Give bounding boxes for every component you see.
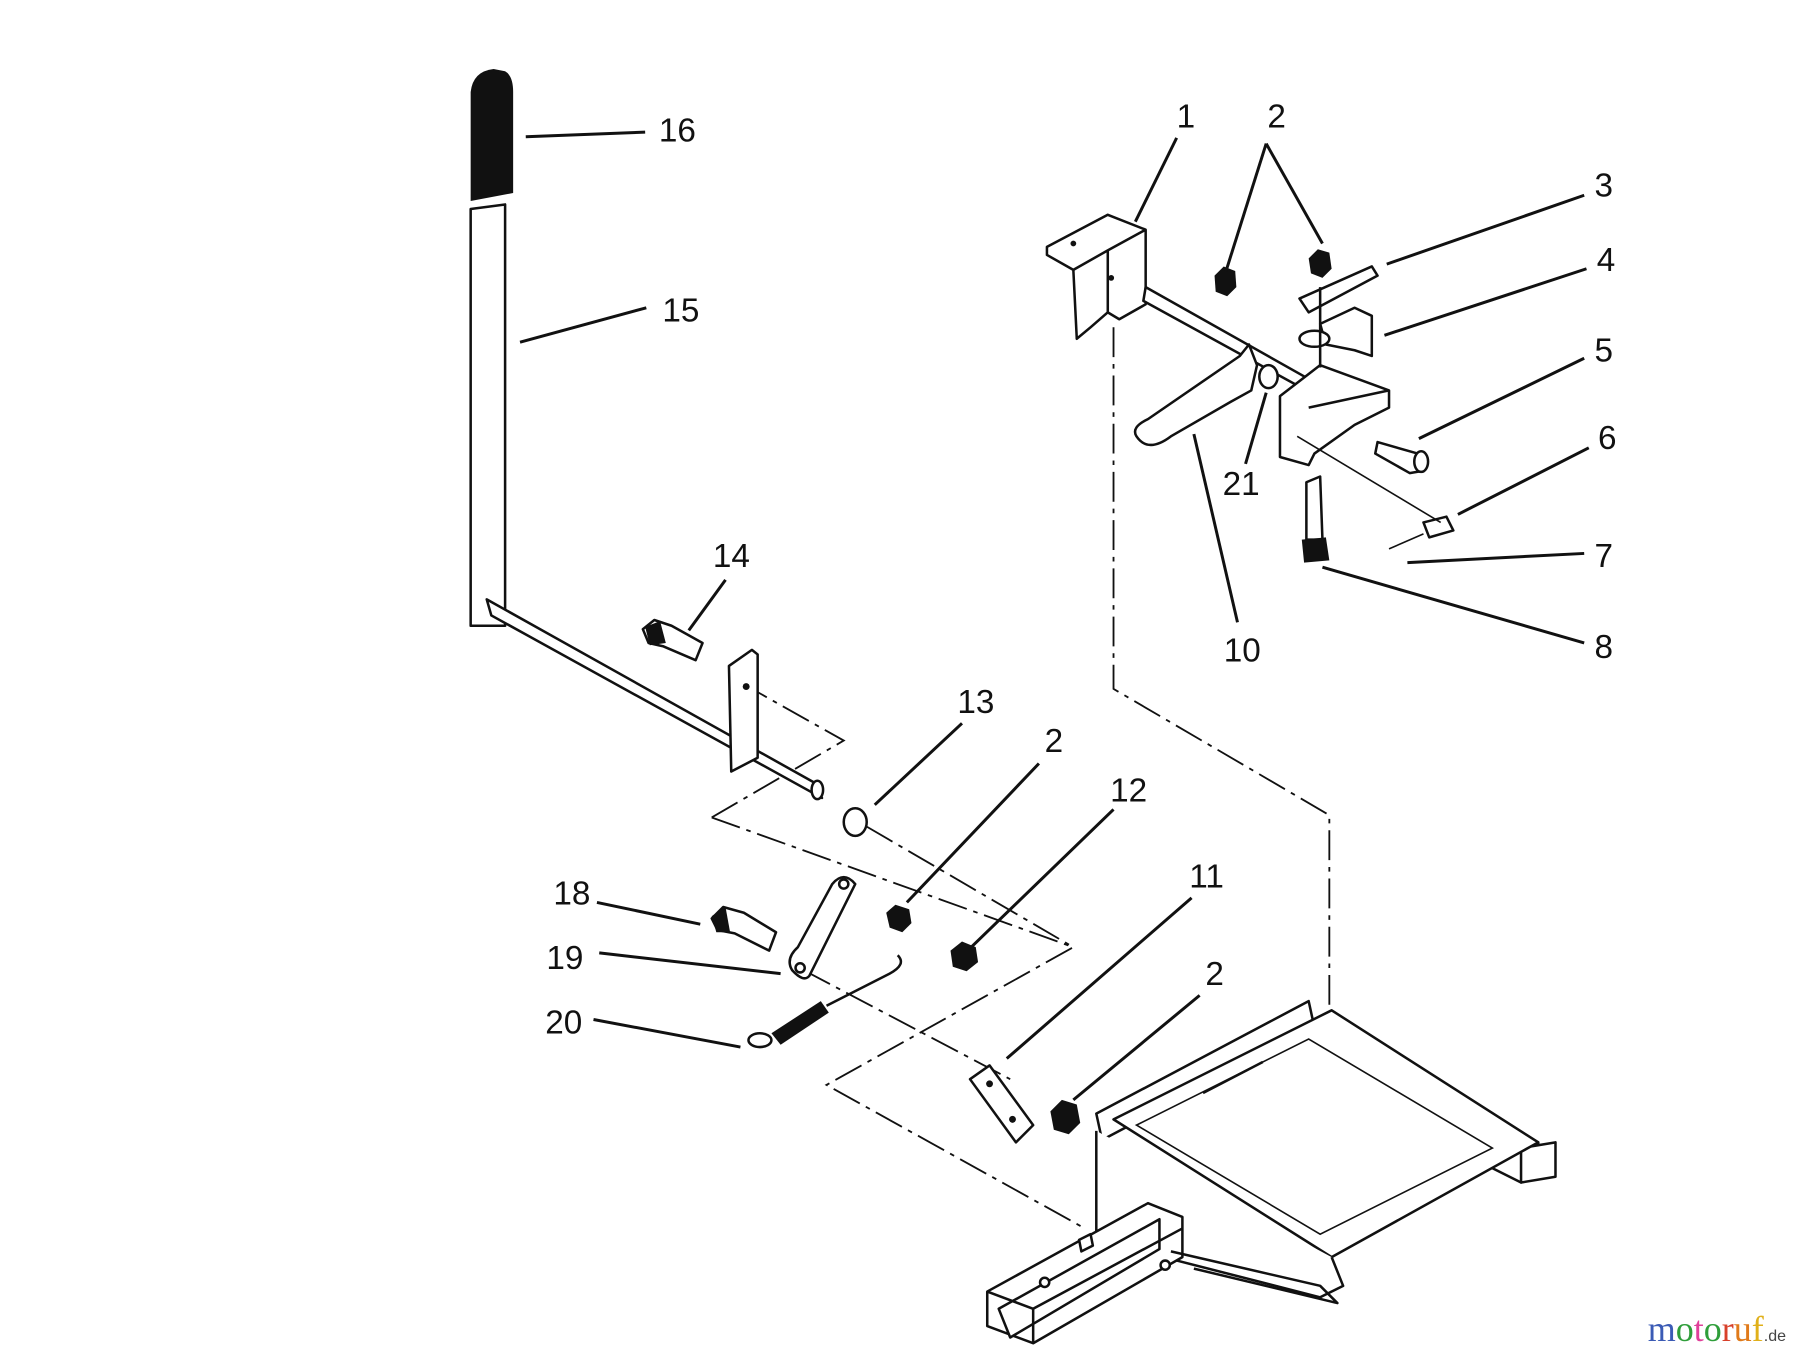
- spring: [747, 954, 903, 1049]
- callout-6: 6: [1598, 420, 1617, 457]
- callout-15: 15: [662, 293, 699, 330]
- callout-labels: 16 15 14 13 2 12 18 19 20 11 2 1 2 3 4 5…: [545, 99, 1616, 1042]
- watermark-letter: o: [1703, 1309, 1722, 1349]
- callout-5: 5: [1595, 333, 1614, 370]
- washer-13: [842, 807, 868, 838]
- callout-8: 8: [1595, 629, 1614, 666]
- bolt-18: [710, 905, 778, 952]
- callout-3: 3: [1595, 167, 1614, 204]
- leader-lines: [519, 130, 1590, 1102]
- watermark-logo: motoruf.de: [1648, 1308, 1786, 1350]
- watermark-suffix: .de: [1763, 1328, 1786, 1345]
- callout-13: 13: [957, 684, 994, 721]
- callout-18: 18: [553, 876, 590, 913]
- top-bracket-assembly: [1045, 213, 1455, 563]
- callout-1: 1: [1177, 99, 1196, 136]
- washer-21: [1258, 363, 1279, 390]
- bracket-11: [968, 1064, 1035, 1144]
- callout-16: 16: [659, 112, 696, 149]
- lever-arm: [788, 875, 857, 980]
- watermark-letter: o: [1675, 1309, 1694, 1349]
- watermark-letter: m: [1647, 1309, 1676, 1349]
- callout-11: 11: [1189, 858, 1224, 895]
- callout-14: 14: [713, 538, 750, 575]
- watermark-letter: r: [1721, 1309, 1734, 1349]
- frame: [985, 999, 1557, 1345]
- callout-2: 2: [1267, 99, 1286, 136]
- lever-rod: [469, 203, 825, 801]
- callout-4: 4: [1597, 242, 1616, 279]
- callout-7: 7: [1595, 538, 1614, 575]
- handle-grip: [470, 68, 514, 202]
- watermark-letter: u: [1733, 1309, 1752, 1349]
- assembly-lines: [711, 327, 1331, 1230]
- callout-21: 21: [1223, 466, 1260, 503]
- callout-10: 10: [1224, 632, 1261, 669]
- callout-19: 19: [546, 940, 583, 977]
- lever-plate: [727, 648, 759, 773]
- watermark-letter: t: [1693, 1309, 1704, 1349]
- bolt-14: [641, 618, 704, 662]
- callout-2: 2: [1205, 956, 1224, 993]
- callout-12: 12: [1110, 772, 1147, 809]
- nuts: [886, 249, 1332, 1135]
- callout-2: 2: [1045, 723, 1064, 760]
- watermark-letter: f: [1751, 1309, 1764, 1349]
- callout-20: 20: [545, 1004, 582, 1041]
